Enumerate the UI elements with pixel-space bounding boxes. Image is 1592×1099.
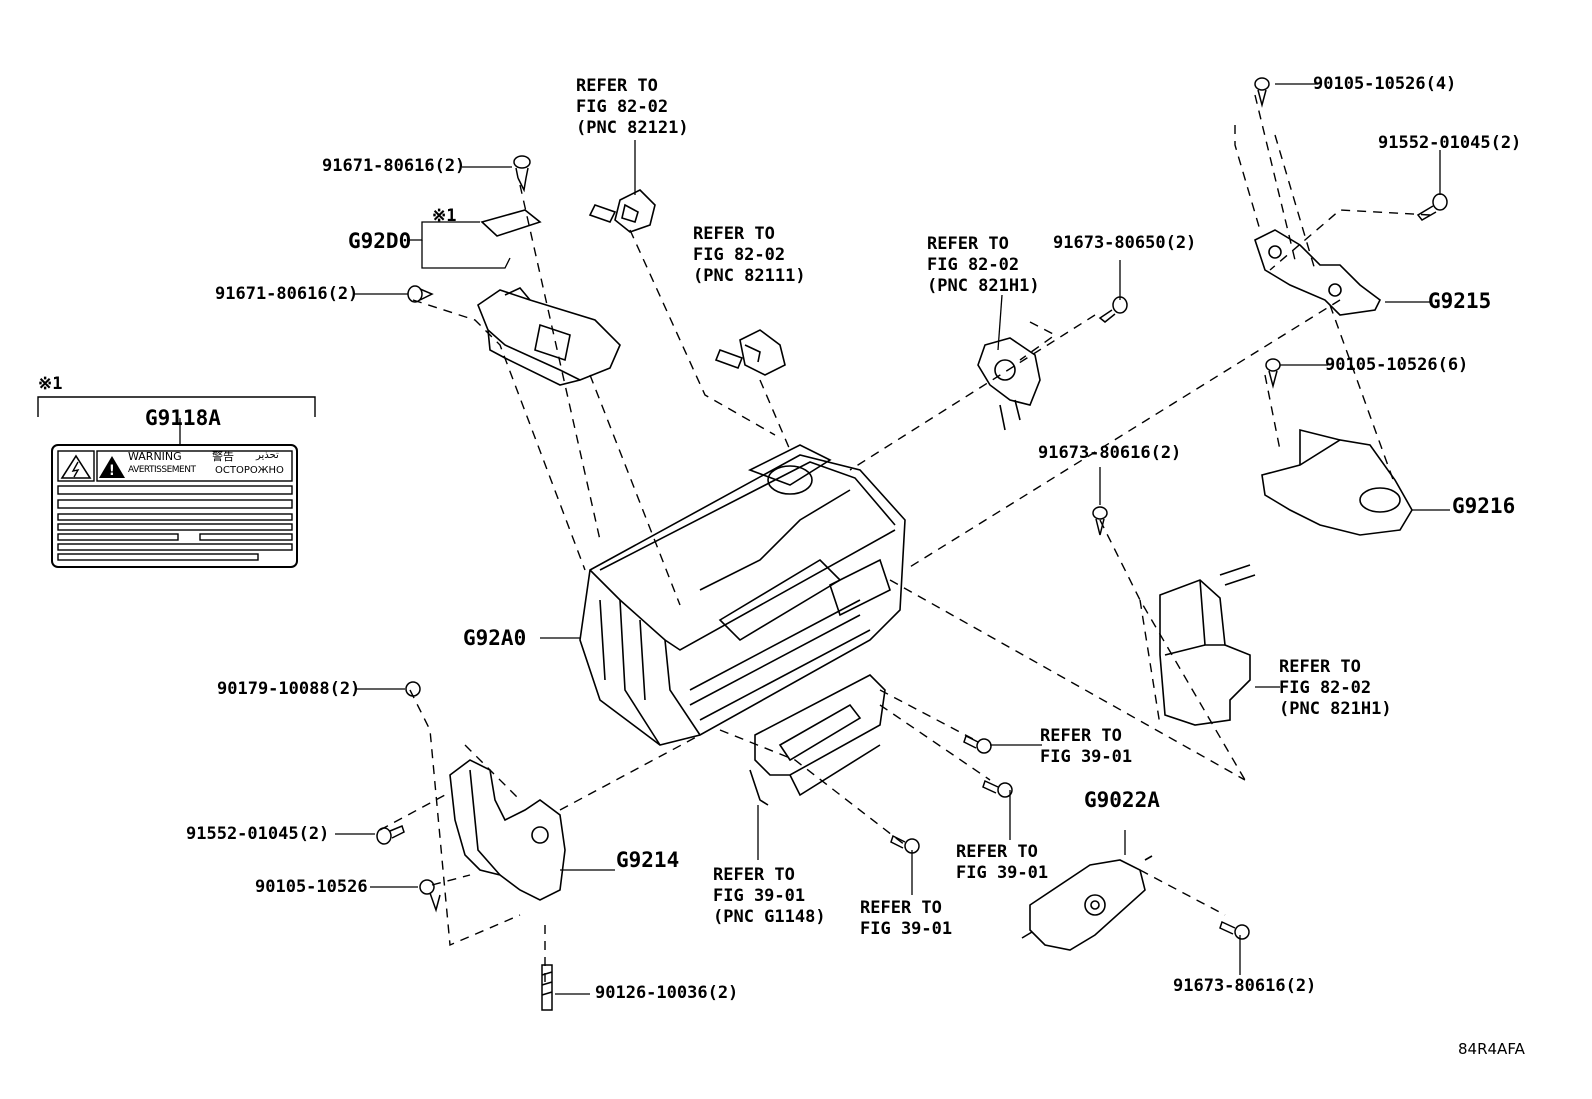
part-code-g92d0[interactable]: G92D0 [348,229,412,253]
refer-line: (PNC 82111) [693,266,806,286]
warning-text-avertissement: AVERTISSEMENT [128,465,196,475]
refer-fig-82-02-pnc-821h1-right[interactable]: REFER TO FIG 82-02 (PNC 821H1) [1279,657,1392,720]
part-number-91671-80616-top[interactable]: 91671-80616(2) [322,156,466,176]
part-code-g9022a[interactable]: G9022A [1084,788,1160,812]
refer-line: REFER TO [860,898,942,918]
part-code-g9215[interactable]: G9215 [1428,289,1492,313]
refer-line: REFER TO [1279,657,1361,677]
connector-82111 [714,329,786,376]
part-number-90105-10526-single[interactable]: 90105-10526 [255,877,368,897]
part-code-g9216[interactable]: G9216 [1452,494,1516,518]
sensor-821h1 [977,337,1041,431]
refer-line: FIG 82-02 [927,255,1020,275]
asterisk-mark-top: ※1 [432,206,457,226]
warning-text-warning: WARNING [128,450,182,463]
refer-line: FIG 39-01 [956,863,1049,883]
refer-line: (PNC G1148) [713,907,826,927]
asterisk-mark-label: ※1 [38,374,63,394]
bolt-icon [376,77,1448,1011]
refer-line: FIG 82-02 [693,245,786,265]
warning-text-japanese: 警告 [212,450,234,463]
leader-lines [179,83,1450,995]
part-number-91552-01045-left[interactable]: 91552-01045(2) [186,824,330,844]
part-number-91671-80616-left[interactable]: 91671-80616(2) [215,284,359,304]
refer-line: FIG 82-02 [576,97,669,117]
refer-line: REFER TO [956,842,1038,862]
refer-fig-39-01-pnc-g1148[interactable]: REFER TO FIG 39-01 (PNC G1148) [713,865,826,928]
svg-text:!: ! [109,463,115,479]
connector-plate-g1148 [749,674,886,806]
warning-text-arabic: تحذير [256,450,279,461]
refer-line: REFER TO [927,234,1009,254]
dashed-assembly-lines [379,94,1431,985]
part-code-g92a0[interactable]: G92A0 [463,626,527,650]
refer-line: REFER TO [1040,726,1122,746]
refer-line: (PNC 82121) [576,118,689,138]
part-code-g9214[interactable]: G9214 [616,848,680,872]
refer-line: (PNC 821H1) [1279,699,1392,719]
refer-line: (PNC 821H1) [927,276,1040,296]
refer-line: REFER TO [713,865,795,885]
refer-fig-82-02-pnc-82121[interactable]: REFER TO FIG 82-02 (PNC 82121) [576,76,689,139]
part-number-91673-80616-bottom[interactable]: 91673-80616(2) [1173,976,1317,996]
warning-label-g9118a: ! [37,396,316,568]
plate-g9022a [1021,855,1153,951]
ecu-821h1 [1159,564,1256,726]
refer-fig-39-01-b[interactable]: REFER TO FIG 39-01 [956,842,1048,884]
exclamation-warning-icon [99,456,125,478]
refer-fig-39-01-c[interactable]: REFER TO FIG 39-01 [860,898,952,940]
bracket-g9215 [1254,229,1382,316]
refer-line: FIG 82-02 [1279,678,1372,698]
bracket-g9214 [449,759,566,901]
part-number-90105-10526-4[interactable]: 90105-10526(4) [1313,74,1457,94]
refer-line: REFER TO [693,224,775,244]
part-code-g9118a[interactable]: G9118A [145,406,221,430]
bracket-g9216 [1261,428,1413,536]
warning-text-russian: ОСТОРОЖНО [215,465,284,476]
refer-line: FIG 39-01 [713,886,806,906]
refer-fig-82-02-pnc-82111[interactable]: REFER TO FIG 82-02 (PNC 82111) [693,224,806,287]
refer-line: REFER TO [576,76,658,96]
figure-code: 84R4AFA [1458,1040,1525,1058]
refer-line: FIG 39-01 [860,919,953,939]
part-number-91673-80616-mid[interactable]: 91673-80616(2) [1038,443,1182,463]
refer-fig-39-01-a[interactable]: REFER TO FIG 39-01 [1040,726,1132,768]
part-number-91673-80650[interactable]: 91673-80650(2) [1053,233,1197,253]
part-number-91552-01045-right[interactable]: 91552-01045(2) [1378,133,1522,153]
refer-line: FIG 39-01 [1040,747,1133,767]
part-number-90179-10088[interactable]: 90179-10088(2) [217,679,361,699]
part-number-90126-10036[interactable]: 90126-10036(2) [595,983,739,1003]
inverter-assembly-g92a0 [579,444,906,746]
part-number-90105-10526-6[interactable]: 90105-10526(6) [1325,355,1469,375]
high-voltage-warning-icon [60,454,92,479]
refer-fig-82-02-pnc-821h1-top[interactable]: REFER TO FIG 82-02 (PNC 821H1) [927,234,1040,297]
connector-82121 [588,189,656,233]
cover-g92d0 [477,209,621,386]
